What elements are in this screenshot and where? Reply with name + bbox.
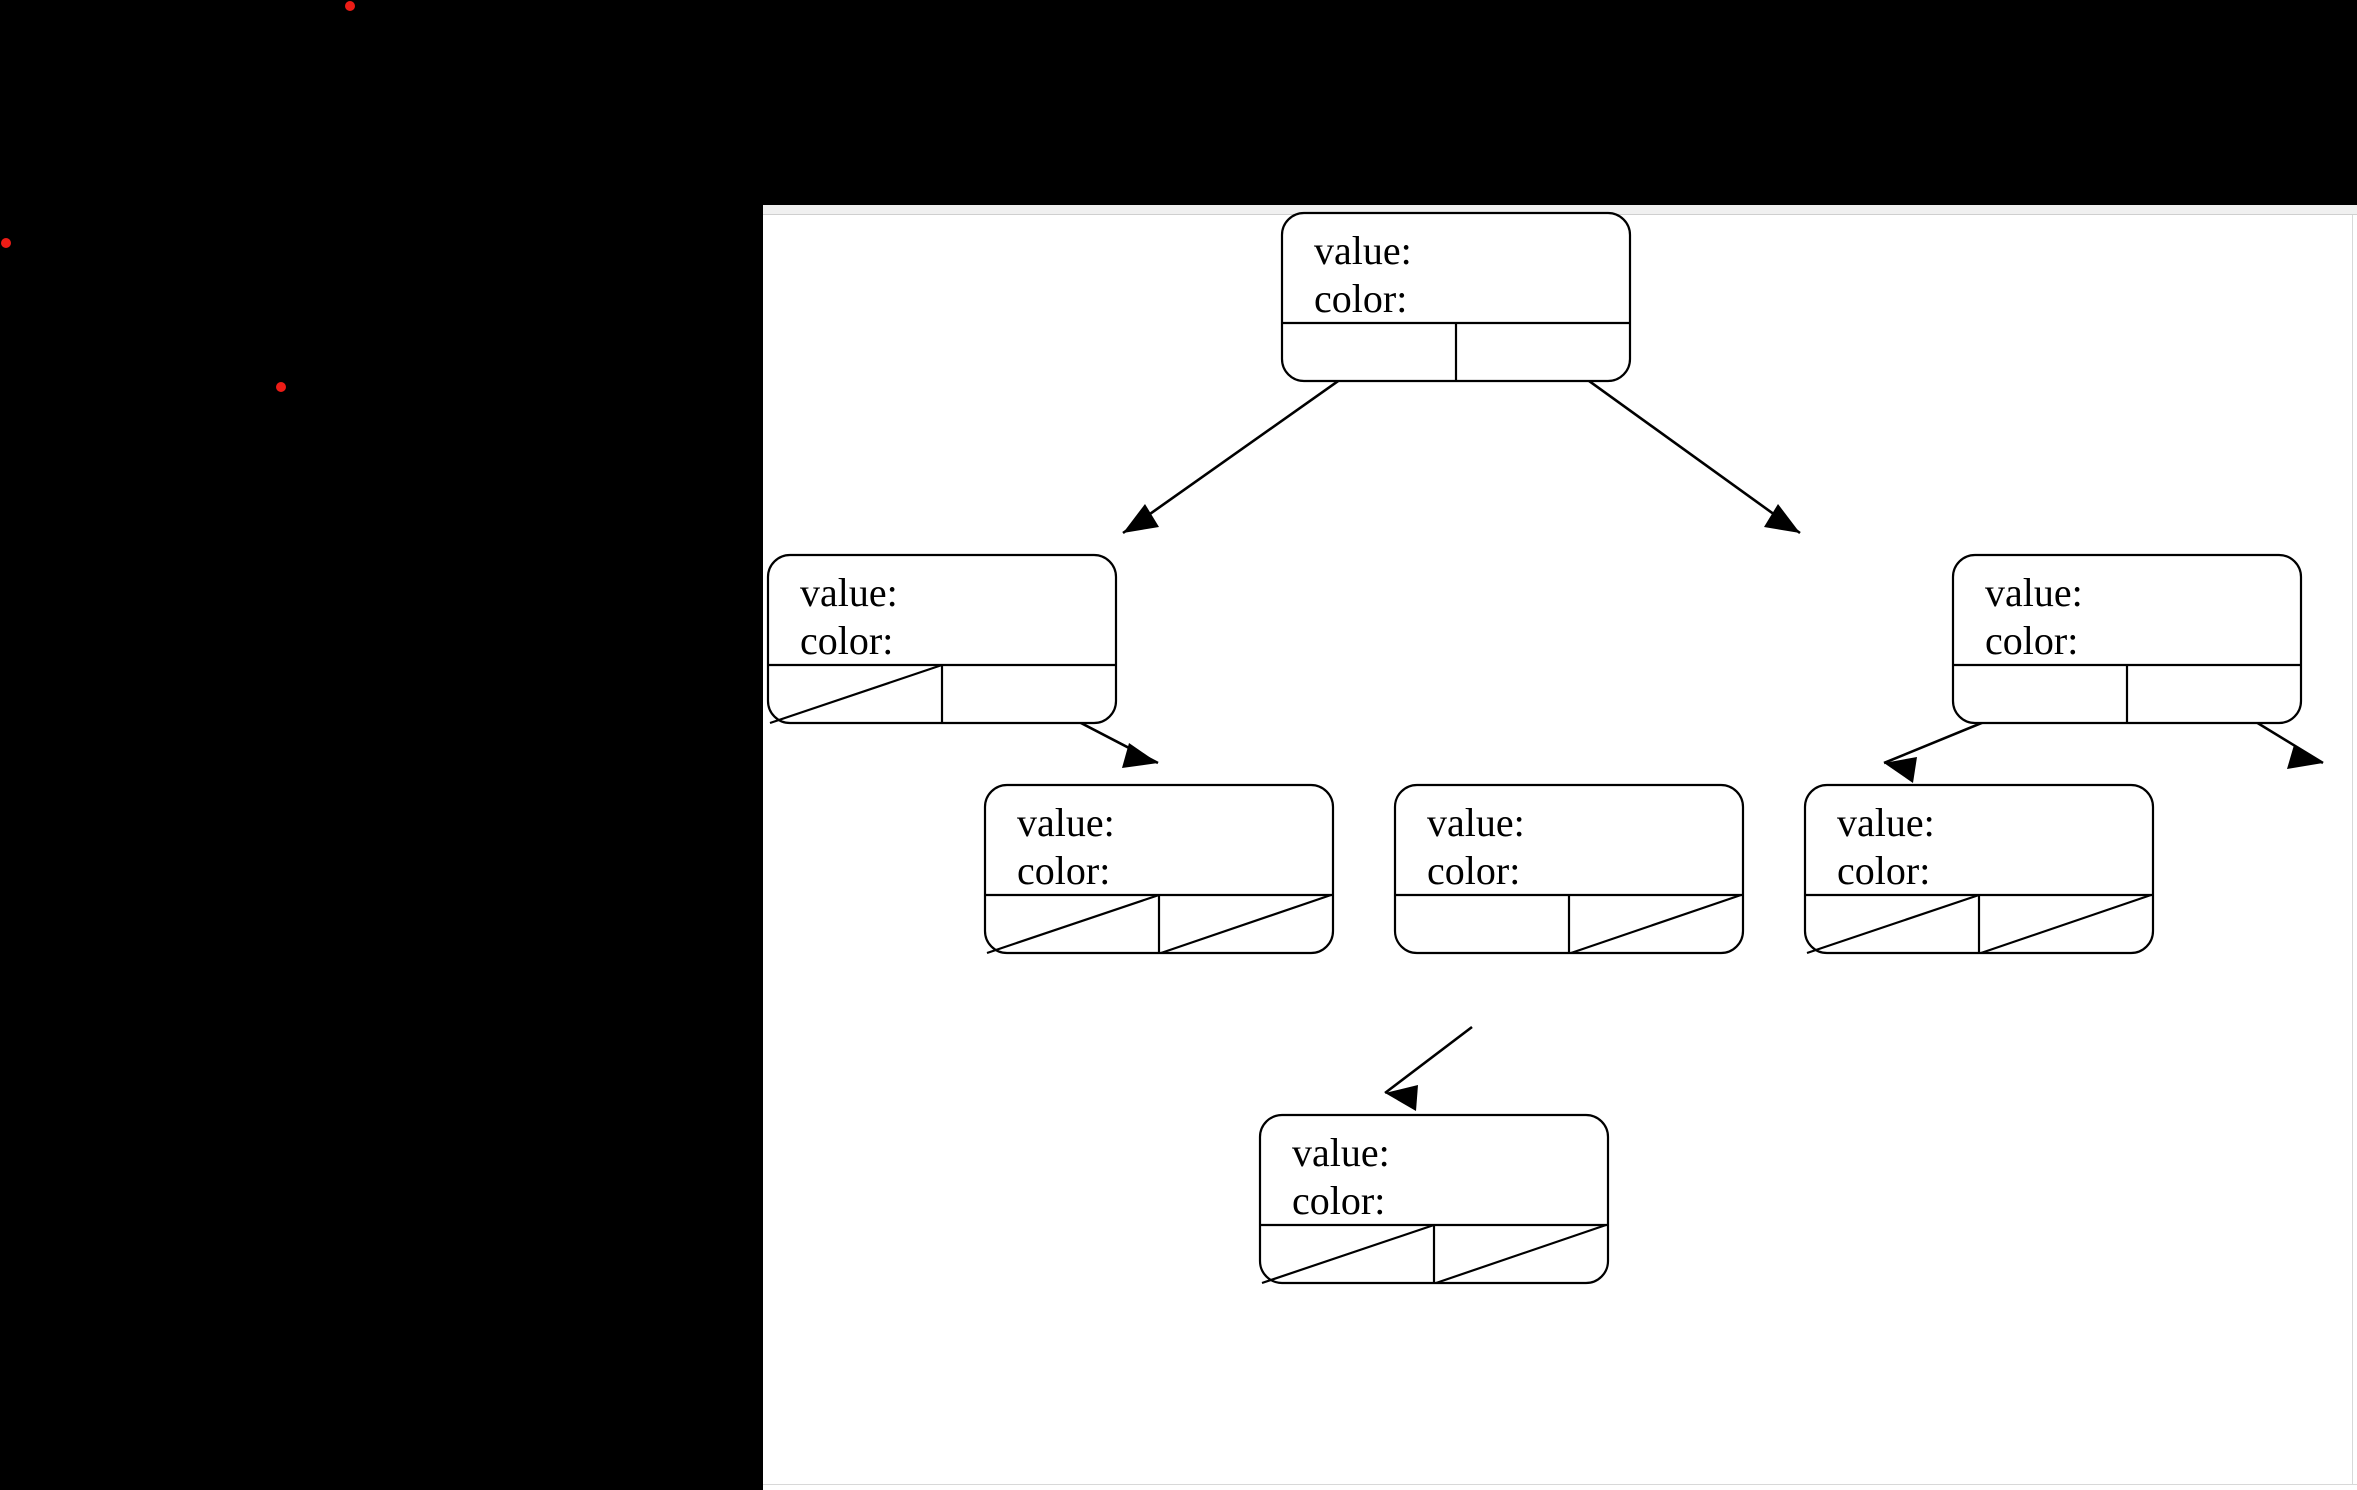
node-right-left-left-null-slash-left <box>1261 1223 1435 1285</box>
node-right-color-label: color: <box>1985 618 2078 663</box>
node-right-value-label: value: <box>1985 570 2083 615</box>
node-left[interactable]: value: color: <box>766 553 1118 725</box>
node-right-left-left-null-slash-right <box>1435 1223 1607 1285</box>
marker-dot-left <box>1 238 11 248</box>
binary-tree-diagram[interactable]: value: color: value: color: value: color… <box>763 205 2357 1490</box>
node-right-left-left-color-label: color: <box>1292 1178 1385 1223</box>
node-root-value-label: value: <box>1314 228 1412 273</box>
node-left-right-color-label: color: <box>1017 848 1110 893</box>
node-root[interactable]: value: color: <box>1280 211 1632 383</box>
node-root-color-label: color: <box>1314 276 1407 321</box>
node-left-right[interactable]: value: color: <box>983 783 1335 955</box>
canvas-right-edge <box>2352 215 2357 1490</box>
node-right-right-value-label: value: <box>1837 800 1935 845</box>
node-right-left-null-slash-right <box>1570 893 1742 955</box>
node-left-null-slash-left <box>769 663 943 725</box>
edge-root-to-left <box>1122 353 1376 535</box>
document-canvas[interactable]: value: color: value: color: value: color… <box>763 205 2357 1490</box>
marker-dot-top <box>345 1 355 11</box>
node-right-right[interactable]: value: color: <box>1803 783 2155 955</box>
node-right-right-null-slash-right <box>1980 893 2152 955</box>
node-right-left-value-label: value: <box>1427 800 1525 845</box>
node-right-left-left-value-label: value: <box>1292 1130 1390 1175</box>
edge-root-to-right <box>1552 353 1801 535</box>
node-left-value-label: value: <box>800 570 898 615</box>
canvas-bottom-edge <box>763 1484 2357 1490</box>
node-right-left[interactable]: value: color: <box>1393 783 1745 955</box>
node-right-left-color-label: color: <box>1427 848 1520 893</box>
node-right-right-null-slash-left <box>1806 893 1980 955</box>
node-left-color-label: color: <box>800 618 893 663</box>
node-left-right-null-slash-left <box>986 893 1160 955</box>
node-right[interactable]: value: color: <box>1951 553 2303 725</box>
node-right-right-color-label: color: <box>1837 848 1930 893</box>
marker-dot-middle <box>276 382 286 392</box>
node-right-left-left[interactable]: value: color: <box>1258 1113 1610 1285</box>
node-left-right-null-slash-right <box>1160 893 1332 955</box>
node-left-right-value-label: value: <box>1017 800 1115 845</box>
edge-rightleft-to-child <box>1384 1025 1473 1111</box>
